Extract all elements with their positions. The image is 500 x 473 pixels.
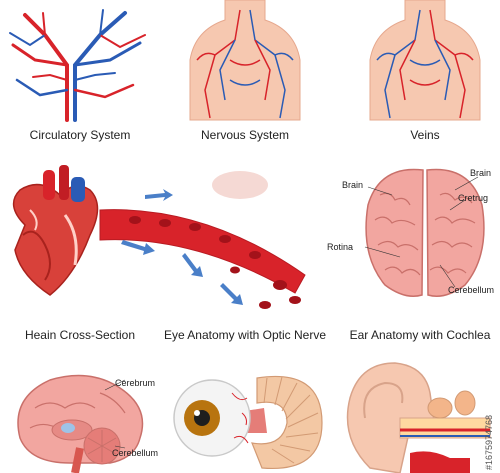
nervous-system-illustration — [189, 0, 301, 121]
caption-ear-anatomy: Ear Anatomy with Cochlea — [349, 328, 491, 342]
ear-cochlea-illustration — [346, 362, 491, 473]
label-cerebellum-side: Cerebellum — [112, 448, 159, 458]
label-cretrug: Cretrug — [458, 193, 489, 203]
heart-and-vessel-illustration — [12, 165, 306, 309]
caption-circulatory-system: Circulatory System — [29, 128, 131, 142]
caption-nervous-system: Nervous System — [200, 128, 290, 142]
circulatory-system-illustration — [9, 9, 146, 122]
label-cerebrum: Cerebrum — [115, 378, 156, 388]
label-brain-right: Brain — [470, 168, 492, 178]
caption-eye-anatomy: Eye Anatomy with Optic Nerve — [163, 328, 327, 342]
brain-top-view-illustration — [364, 168, 485, 297]
caption-heart-cross-section: Heain Cross-Section — [24, 328, 136, 342]
caption-veins: Veins — [410, 128, 440, 142]
eye-optic-nerve-illustration — [173, 375, 323, 470]
veins-illustration — [369, 0, 481, 121]
label-rotina: Rotina — [327, 242, 354, 252]
brain-side-view-illustration — [17, 374, 144, 473]
label-cerebellum-top: Cerebellum — [448, 285, 495, 295]
label-brain-left: Brain — [342, 180, 364, 190]
stock-id-text: #1675974768 — [484, 414, 494, 470]
